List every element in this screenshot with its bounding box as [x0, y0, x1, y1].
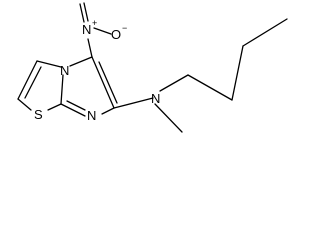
nitro-nitrogen-label: N: [82, 22, 91, 37]
bond-n-c5-ring: [36, 60, 62, 68]
bond-amine-n-methyl: [154, 103, 183, 133]
ring-nitrogen-bottom-label: N: [87, 108, 96, 123]
bond-c6-s-ring: [17, 98, 32, 111]
bond-n1-c7a: [60, 103, 86, 117]
molecule-structure: N + O − N N S N: [17, 2, 288, 133]
bond-c3-nitro-n: [87, 38, 93, 58]
bond-butyl-c3-c4: [242, 18, 288, 47]
nitro-oxygen-label: O: [111, 27, 121, 42]
bond-c2-amine-n: [113, 97, 154, 109]
bond-nitro-n-o-single: [93, 27, 112, 35]
bond-c3-c2-double: [98, 61, 118, 104]
bond-nitro-n-o-double-b: [83, 2, 89, 22]
bond-c5-c6-ring-double: [24, 66, 42, 99]
nitro-nitrogen-charge: +: [92, 18, 97, 28]
nitro-oxygen-charge: −: [122, 23, 127, 33]
amine-nitrogen-label: N: [151, 91, 160, 106]
bond-c3-c2: [91, 56, 115, 109]
bond-c2-n1: [101, 107, 115, 115]
bond-n1-c7a-double: [66, 100, 86, 111]
bond-n-c3: [69, 56, 93, 67]
thiazole-ring: [17, 60, 64, 111]
bond-amine-n-butyl-c1: [159, 74, 189, 92]
imidazole-ring: [60, 56, 118, 117]
ring-sulfur-label: S: [34, 107, 43, 122]
amine-substituent: [113, 18, 288, 133]
bond-butyl-c1-c2: [187, 74, 233, 101]
bond-nitro-n-o-double-a: [79, 3, 85, 23]
bond-s-c7a-ring: [47, 103, 62, 111]
bond-butyl-c2-c3: [231, 45, 244, 101]
bond-c5-c6-ring: [17, 60, 38, 100]
bond-c7a-n-ring: [60, 74, 64, 105]
ring-nitrogen-top-label: N: [60, 63, 69, 78]
nitro-group: [79, 2, 112, 58]
